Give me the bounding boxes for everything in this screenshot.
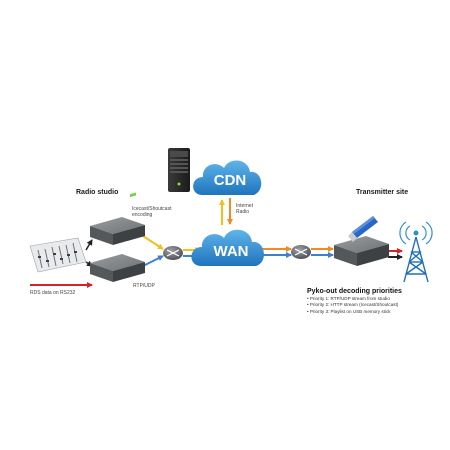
rtp-udp-label: RTP/UDP (133, 283, 155, 289)
server-tower-icon (168, 148, 190, 192)
radio-studio-heading: Radio studio (76, 189, 119, 196)
usb-stick-icon (348, 216, 378, 242)
encoder-device-rtp (90, 254, 145, 282)
priority-item: • Priority 1: RTP/UDP stream from studio (307, 296, 390, 301)
wan-cloud (191, 229, 264, 266)
icecast-label-line1: Icecast/Shoutcast (132, 206, 172, 212)
internet-label-line2: Radio (236, 209, 250, 215)
icecast-label-line2: encoding (132, 212, 153, 218)
router-icon-transmitter (291, 245, 311, 259)
arrow-encoder-to-router-blue (142, 255, 164, 267)
arrow-mixer-to-encoder-top (85, 239, 93, 251)
priorities-title: Pyko-out decoding priorities (307, 288, 402, 295)
rds-data-label: RDS data on RS232 (30, 290, 76, 296)
arrow-encoder-to-router-yellow (142, 235, 164, 250)
router-icon-studio (163, 246, 183, 260)
cdn-label: CDN (213, 172, 247, 189)
transmitter-site-heading: Transmitter site (356, 189, 409, 196)
decoder-device (334, 236, 389, 266)
internet-radio-label: Internet Radio (236, 203, 253, 215)
internet-label-line1: Internet (236, 203, 253, 209)
encoder-device-icecast (90, 192, 145, 245)
priorities-panel: Pyko-out decoding priorities • Priority … (307, 288, 402, 315)
priority-item: • Priority 2: HTTP stream (Icecast/Shout… (307, 302, 399, 308)
wan-label: WAN (213, 243, 249, 260)
transmitter-tower-icon (399, 221, 433, 283)
audio-mixer-icon (29, 237, 87, 273)
cdn-cloud (193, 160, 262, 195)
priority-item: • Priority 3: Playlist on USB memory sti… (307, 308, 391, 314)
icecast-encoding-label: Icecast/Shoutcast encoding (132, 206, 171, 218)
